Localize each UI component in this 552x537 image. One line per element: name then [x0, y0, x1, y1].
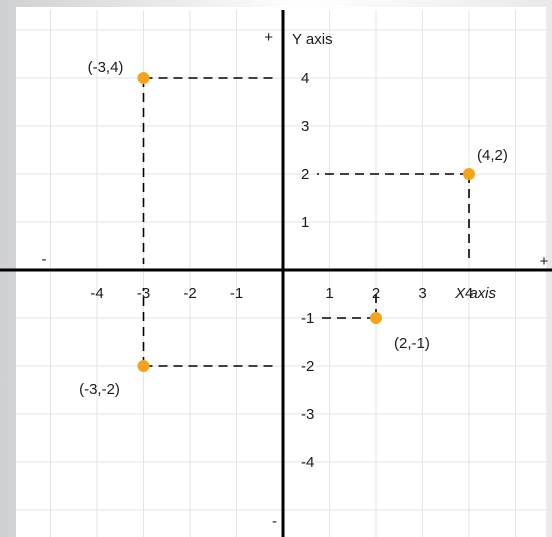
y-axis-title: Y axis	[292, 31, 333, 48]
point-label: (-3,-2)	[79, 381, 120, 398]
plot-background	[16, 7, 546, 537]
x-tick-label: 2	[372, 285, 380, 302]
x-tick-label: 1	[325, 285, 333, 302]
y-tick-label: -3	[301, 406, 314, 423]
y-axis-minus-sign: -	[272, 513, 277, 530]
point-label: (-3,4)	[88, 59, 124, 76]
data-point	[137, 360, 150, 372]
y-tick-label: 3	[301, 118, 309, 135]
x-tick-label: -4	[90, 285, 103, 302]
point-label: (4,2)	[477, 147, 508, 164]
x-tick-label: -3	[137, 285, 150, 302]
points: (-3,4) (4,2) (2,-1) (-3,-2)	[79, 59, 508, 398]
x-axis-minus-sign: -	[42, 251, 47, 268]
x-tick-label: 3	[418, 285, 426, 302]
x-tick-label: -1	[230, 285, 243, 302]
tick-labels: -4 -3 -2 -1 1 2 3 4 4 3 2 1 -1 -2 -3 -4	[90, 70, 473, 471]
x-tick-label: -2	[183, 285, 196, 302]
data-point	[370, 312, 382, 324]
y-tick-label: -2	[301, 358, 314, 375]
data-point	[463, 168, 475, 180]
data-point	[137, 72, 150, 84]
x-tick-label: 4	[465, 285, 473, 302]
x-axis-title: X axis	[454, 285, 496, 302]
y-tick-label: 4	[301, 70, 309, 87]
y-tick-label: -1	[301, 310, 314, 327]
y-tick-label: -4	[301, 454, 314, 471]
y-axis-plus-sign: +	[264, 29, 273, 46]
y-tick-label: 2	[301, 166, 309, 183]
x-axis-plus-sign: +	[540, 253, 549, 270]
point-label: (2,-1)	[394, 335, 430, 352]
y-tick-label: 1	[301, 214, 309, 231]
